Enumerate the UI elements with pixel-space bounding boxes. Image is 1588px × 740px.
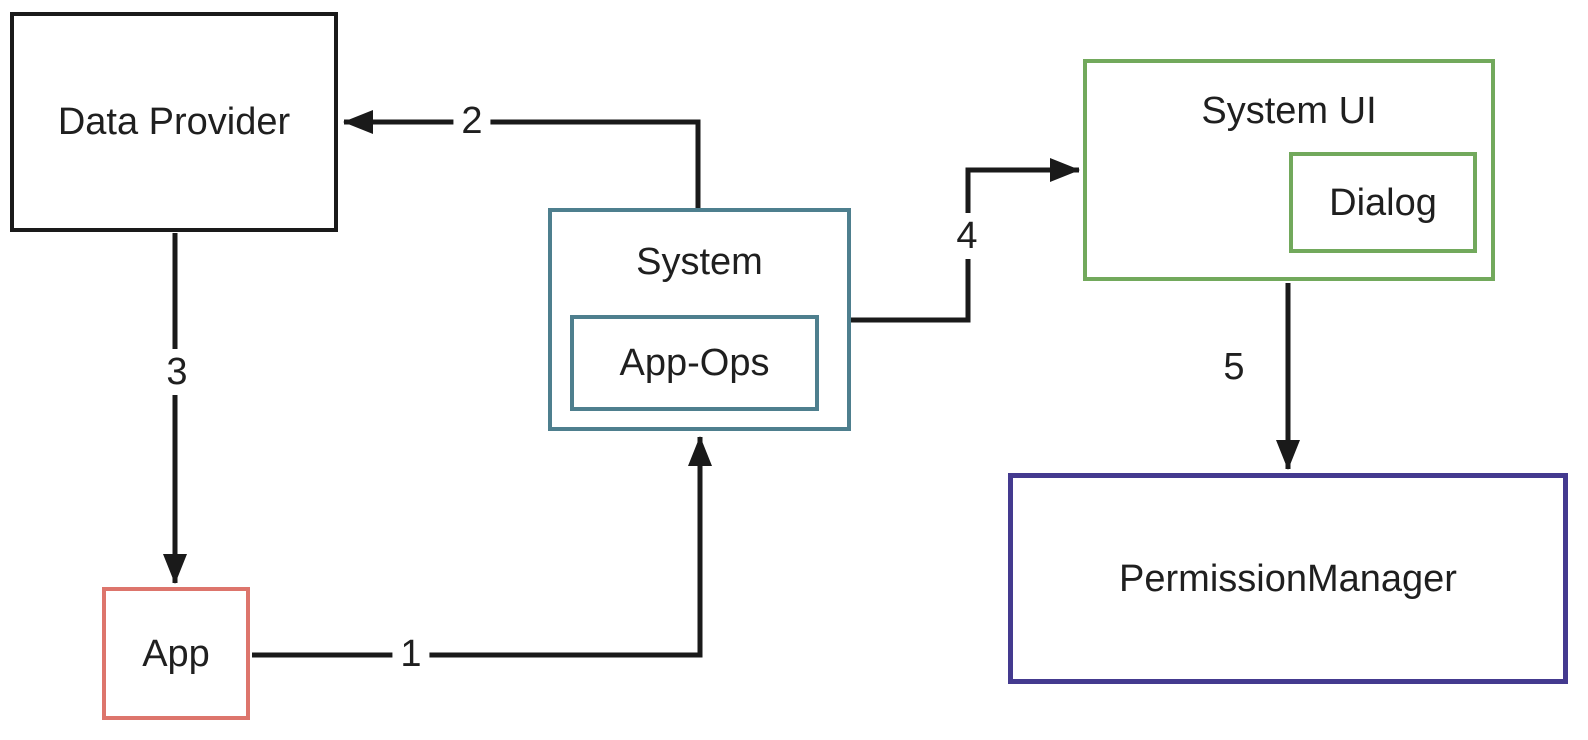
node-permission-manager: PermissionManager: [1008, 473, 1568, 684]
node-permission-manager-label: PermissionManager: [1119, 557, 1457, 600]
edge-2-system-to-data-provider: [343, 110, 701, 210]
node-app-ops: App-Ops: [570, 315, 819, 411]
node-system-ui-label: System UI: [1201, 90, 1377, 132]
node-data-provider-label: Data Provider: [57, 101, 291, 143]
edge-label-1: 1: [392, 631, 430, 677]
node-data-provider: Data Provider: [10, 12, 338, 232]
node-system-label: System: [636, 241, 763, 283]
edge-label-3: 3: [158, 349, 196, 395]
node-dialog: Dialog: [1289, 152, 1477, 253]
edge-1-app-to-system: [252, 436, 712, 658]
node-app-ops-label: App-Ops: [619, 342, 770, 384]
node-app-label: App: [142, 632, 210, 675]
node-app: App: [102, 587, 250, 720]
edge-label-4: 4: [948, 213, 986, 259]
edge-label-2: 2: [453, 98, 491, 144]
edge-label-5: 5: [1215, 344, 1253, 390]
node-dialog-label: Dialog: [1329, 181, 1437, 224]
